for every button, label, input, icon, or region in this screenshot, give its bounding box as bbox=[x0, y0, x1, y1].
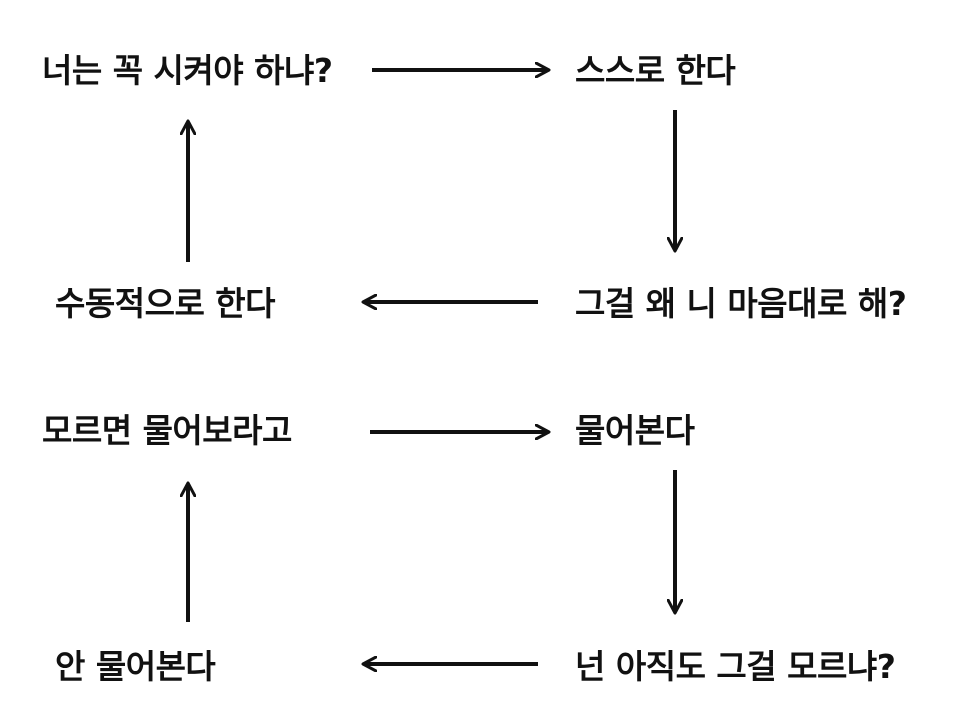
node-ask-if-unsure: 모르면 물어보라고 bbox=[42, 411, 292, 450]
node-dont-ask: 안 물어본다 bbox=[55, 647, 216, 686]
node-why-your-own-way: 그걸 왜 니 마음대로 해? bbox=[575, 284, 907, 323]
node-do-it-passively: 수동적으로 한다 bbox=[55, 284, 276, 323]
node-still-dont-know: 넌 아직도 그걸 모르냐? bbox=[575, 647, 896, 686]
node-must-be-told: 너는 꼭 시켜야 하냐? bbox=[42, 51, 333, 90]
node-do-it-yourself: 스스로 한다 bbox=[575, 51, 736, 90]
node-ask: 물어본다 bbox=[575, 411, 695, 450]
